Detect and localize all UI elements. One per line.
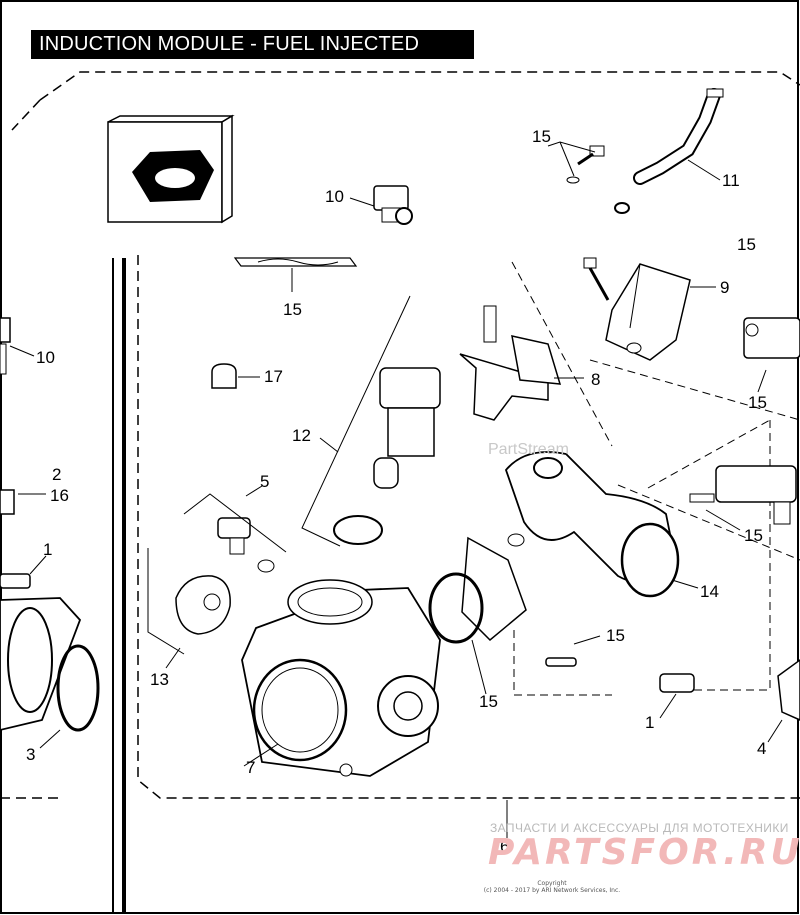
mount-bracket-part [459,305,562,421]
valve-part [333,367,441,545]
callout-1-right[interactable]: 1 [645,713,655,732]
copyright-notice: Copyright (c) 2004 - 2017 by ARI Network… [452,880,652,894]
emblem-box [107,114,235,224]
callout-13[interactable]: 13 [150,670,169,689]
stud-part-right [659,673,695,693]
callout-9[interactable]: 9 [720,278,730,297]
sensor-part [373,185,413,225]
copyright-line2: (c) 2004 - 2017 by ARI Network Services,… [483,887,621,894]
copyright-line1: Copyright [537,880,567,887]
sensor-connector-part [689,465,797,525]
bracket-part [583,257,691,361]
callout-7[interactable]: 7 [246,758,256,777]
callout-6[interactable]: 6 [500,837,510,856]
callout-10-top[interactable]: 10 [325,187,344,206]
gasket-ring-part [428,536,527,644]
advert-logo: PARTSFOR.RU [488,832,800,873]
callout-15-mid[interactable]: 15 [744,526,763,545]
callout-8[interactable]: 8 [591,370,601,389]
callout-4[interactable]: 4 [757,739,767,758]
callout-11[interactable]: 11 [722,171,740,190]
left-parts-group [0,489,100,749]
callout-15-top-right[interactable]: 15 [737,235,756,254]
callout-15-lower[interactable]: 15 [606,626,625,645]
callout-14[interactable]: 14 [700,582,719,601]
screw-part [566,145,630,214]
advert-tagline: ЗАПЧАСТИ И АКСЕССУАРЫ ДЛЯ МОТОТЕХНИКИ [490,821,789,835]
callout-16[interactable]: 16 [50,486,69,505]
hose-part [633,88,724,185]
throttle-body-part [241,579,441,777]
manifold-part [504,451,680,598]
callout-15-top[interactable]: 15 [532,127,551,146]
callout-10-left[interactable]: 10 [36,348,55,367]
partstream-watermark: PartStream [488,441,569,458]
injector-part [743,317,800,359]
tps-sensor-part [217,517,275,573]
map-sensor-part [175,575,231,635]
callout-12[interactable]: 12 [292,426,311,445]
callout-15-bottom[interactable]: 15 [479,692,498,711]
callout-3[interactable]: 3 [26,745,36,764]
callout-17[interactable]: 17 [264,367,283,386]
screw-part-lower [545,657,577,667]
diagram-title: INDUCTION MODULE - FUEL INJECTED [31,30,474,59]
callout-1-left[interactable]: 1 [43,540,53,559]
callout-15-right[interactable]: 15 [748,393,767,412]
callout-2[interactable]: 2 [52,465,62,484]
callout-15-left[interactable]: 15 [283,300,302,319]
callout-5[interactable]: 5 [260,472,270,491]
sensor-part-left [0,317,11,375]
gasket-part [233,257,358,267]
plug-part [211,363,237,389]
